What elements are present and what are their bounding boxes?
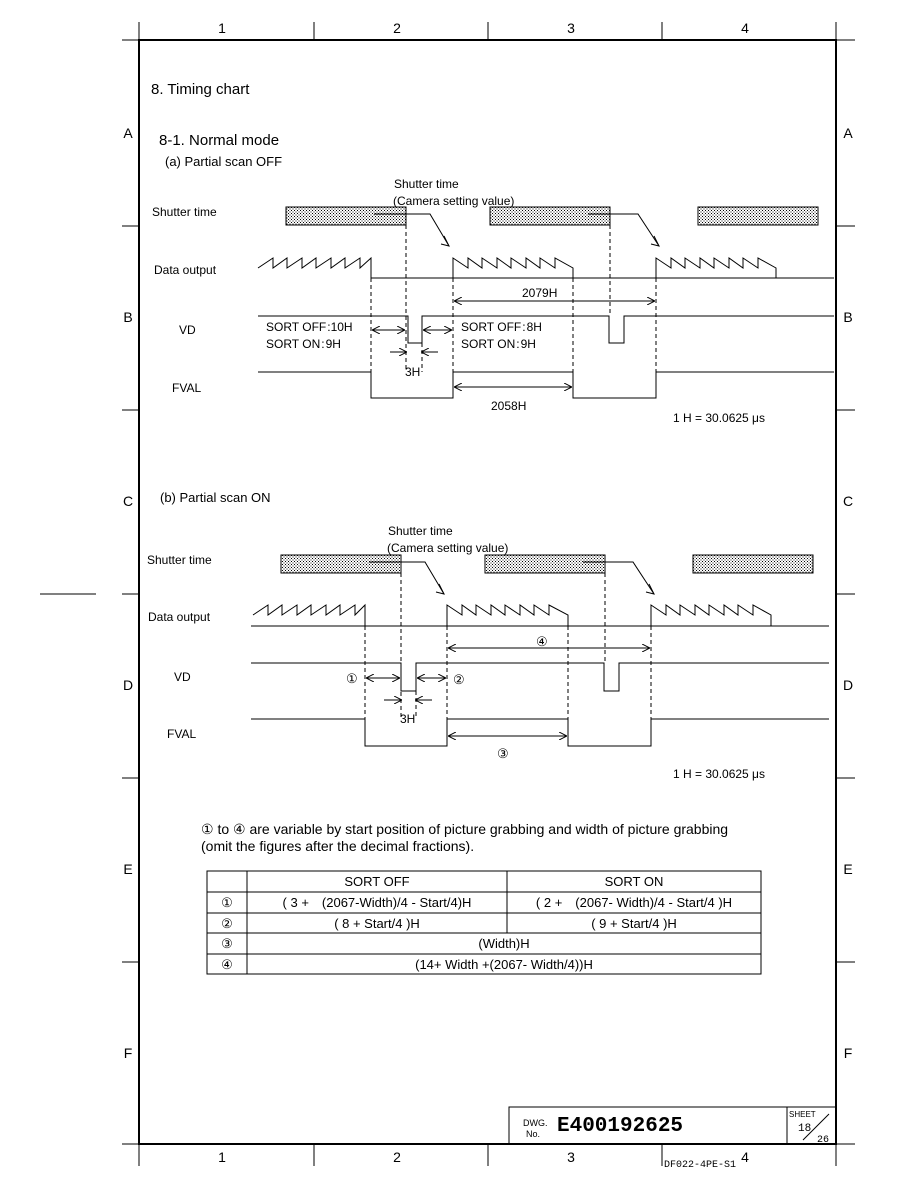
diagram-b-shutter-note-sub: (Camera setting value): [387, 541, 508, 555]
table-row-1-sort-off: ( 3 + (2067-Width)/4 - Start/4)H: [283, 895, 472, 910]
diagram-a-fval-low-label: 2058H: [491, 399, 526, 413]
diagram-b-mark-3: ③: [497, 746, 509, 761]
table-row-2-sort-off: ( 8 + Start/4 )H: [334, 916, 420, 931]
diagram-a-shutter-bar-2: [489, 206, 611, 226]
section-title: 8. Timing chart: [151, 81, 250, 98]
diagram-a-shutter-note: Shutter time: [394, 177, 459, 191]
diagram-a-label-fval: FVAL: [172, 381, 201, 395]
diagram-b-fval-signal: [251, 718, 829, 747]
sheet-label: SHEET: [789, 1110, 816, 1119]
diagram-a-label-data: Data output: [154, 263, 217, 277]
col-label-4-top: 4: [741, 20, 749, 36]
table-row-4-value: (14+ Width +(2067- Width/4))H: [415, 957, 593, 972]
diagram-a-vd-left-line1: SORT OFF :10H: [266, 320, 353, 334]
diagram-a-data-wave-2: [452, 257, 574, 278]
diagram-b-label-shutter: Shutter time: [147, 553, 212, 567]
diagram-a-title: (a) Partial scan OFF: [165, 154, 282, 169]
dwg-label: DWG.: [523, 1118, 548, 1128]
row-label-c-right: C: [843, 493, 853, 509]
diagram-a-shutter-leader-2: [588, 213, 660, 247]
timing-diagram-b: (b) Partial scan ON Shutter time (Camera…: [147, 490, 829, 781]
row-label-e-left: E: [123, 861, 132, 877]
diagram-b-label-data: Data output: [148, 610, 211, 624]
diagram-b-data-wave-1: [252, 603, 366, 626]
row-label-b-right: B: [843, 309, 852, 325]
col-label-3-bottom: 3: [567, 1149, 575, 1165]
row-label-a-right: A: [843, 125, 853, 141]
diagram-b-data-wave-2: [446, 604, 569, 626]
diagram-a-data-wave-1: [257, 256, 372, 278]
sheet-total: 26: [817, 1135, 829, 1146]
diagram-b-shutter-bar-2: [484, 554, 606, 574]
row-label-d-left: D: [123, 677, 133, 693]
note-line-2: (omit the figures after the decimal frac…: [201, 838, 474, 854]
table-row-2-sort-on: ( 9 + Start/4 )H: [591, 916, 677, 931]
formula-table: SORT OFF SORT ON ① ( 3 + (2067-Width)/4 …: [206, 870, 762, 975]
diagram-b-title: (b) Partial scan ON: [160, 490, 271, 505]
diagram-b-mark-4: ④: [536, 634, 548, 649]
row-label-f-right: F: [844, 1045, 853, 1061]
dwg-no-label: No.: [526, 1129, 540, 1139]
table-row-3-value: (Width)H: [478, 936, 529, 951]
diagram-a-label-shutter: Shutter time: [152, 205, 217, 219]
table-row-4-mark: ④: [221, 957, 233, 972]
diagram-b-shutter-bar-1: [280, 554, 402, 574]
diagram-b-pulse-width-label: 3H: [400, 712, 415, 726]
diagram-b-mark-2: ②: [453, 672, 465, 687]
subsection-title: 8-1. Normal mode: [159, 132, 279, 149]
diagram-b-unit-note: 1 H = 30.0625 μs: [673, 767, 765, 781]
form-code: DF022-4PE-S1: [664, 1160, 736, 1171]
table-header-sort-on: SORT ON: [605, 874, 664, 889]
diagram-b-mark-1: ①: [346, 671, 358, 686]
row-label-f-left: F: [124, 1045, 133, 1061]
dwg-number: E400192625: [557, 1115, 683, 1138]
table-row-1-mark: ①: [221, 895, 233, 910]
diagram-a-data-wave-3: [655, 257, 777, 278]
sheet-number: 18: [798, 1123, 811, 1135]
diagram-a-shutter-leader-1: [374, 213, 450, 247]
col-label-4-bottom: 4: [741, 1149, 749, 1165]
note-line-1: ① to ④ are variable by start position of…: [201, 821, 728, 837]
row-label-e-right: E: [843, 861, 852, 877]
diagram-a-shutter-bar-3: [697, 206, 819, 226]
drawing-frame: [40, 22, 855, 1166]
diagram-a-vd-signal: [258, 315, 834, 344]
title-block: DWG. No. E400192625 SHEET 18 26: [508, 1106, 837, 1146]
diagram-a-shutter-note-sub: (Camera setting value): [393, 194, 514, 208]
row-label-d-right: D: [843, 677, 853, 693]
diagram-a-label-vd: VD: [179, 323, 196, 337]
col-label-2-bottom: 2: [393, 1149, 401, 1165]
diagram-b-label-fval: FVAL: [167, 727, 196, 741]
timing-diagram-a: (a) Partial scan OFF Shutter time (Camer…: [152, 154, 834, 425]
diagram-a-unit-note: 1 H = 30.0625 μs: [673, 411, 765, 425]
diagram-b-label-vd: VD: [174, 670, 191, 684]
row-label-a-left: A: [123, 125, 133, 141]
diagram-b-shutter-leader-1: [369, 561, 445, 595]
diagram-a-period-label: 2079H: [522, 286, 557, 300]
diagram-b-shutter-leader-2: [583, 561, 655, 595]
table-header-sort-off: SORT OFF: [344, 874, 409, 889]
table-row-3-mark: ③: [221, 936, 233, 951]
col-label-2-top: 2: [393, 20, 401, 36]
col-label-3-top: 3: [567, 20, 575, 36]
diagram-a-vd-right-line1: SORT OFF : 8H: [461, 320, 542, 334]
diagram-b-data-wave-3: [650, 604, 772, 626]
diagram-a-shutter-bar-1: [285, 206, 407, 226]
col-label-1-top: 1: [218, 20, 226, 36]
table-row-2-mark: ②: [221, 916, 233, 931]
row-label-c-left: C: [123, 493, 133, 509]
diagram-a-fval-signal: [258, 371, 834, 399]
diagram-a-vd-right-line2: SORT ON : 9H: [461, 337, 536, 351]
diagram-b-shutter-bar-3: [692, 554, 814, 574]
diagram-b-vd-signal: [251, 662, 829, 692]
diagram-b-shutter-note: Shutter time: [388, 524, 453, 538]
row-label-b-left: B: [123, 309, 132, 325]
table-row-1-sort-on: ( 2 + (2067- Width)/4 - Start/4 )H: [536, 895, 732, 910]
diagram-a-vd-left-line2: SORT ON : 9H: [266, 337, 341, 351]
col-label-1-bottom: 1: [218, 1149, 226, 1165]
diagram-a-pulse-width-label: 3H: [405, 365, 420, 379]
